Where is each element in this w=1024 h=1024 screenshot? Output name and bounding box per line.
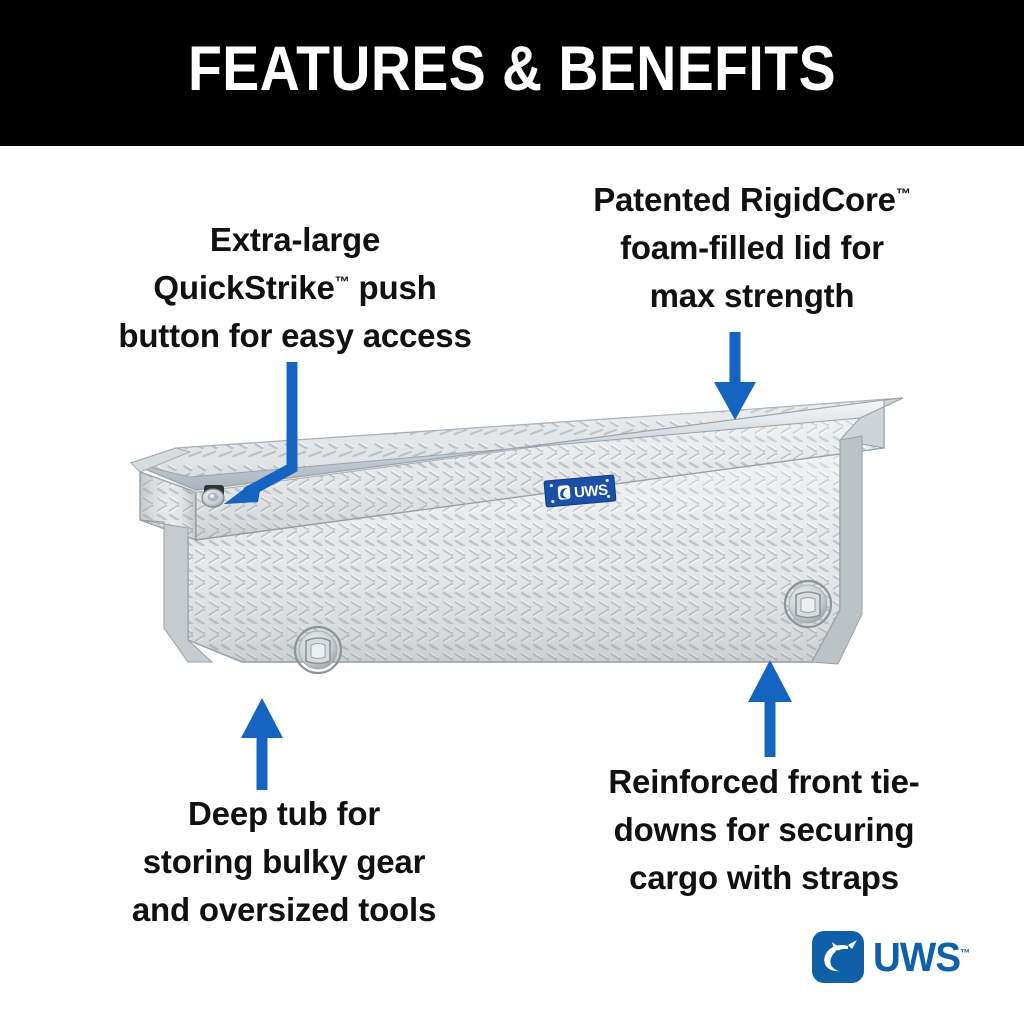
push-button-lock xyxy=(201,485,225,508)
trademark-symbol: ™ xyxy=(960,947,970,960)
callout-rigidcore-line2: foam-filled lid for xyxy=(620,229,884,266)
header-banner: FEATURES & BENEFITS xyxy=(0,0,1024,146)
brand-logo: UWS™ xyxy=(812,928,988,986)
callout-deep-tub: Deep tub for storing bulky gear and over… xyxy=(56,790,512,934)
callout-quickstrike-line2-post: push xyxy=(349,269,437,306)
callout-deep-tub-line3: and oversized tools xyxy=(131,891,437,928)
callout-rigidcore: Patented RigidCore™ foam-filled lid for … xyxy=(532,176,972,320)
callout-rigidcore-line1-pre: Patented RigidCore xyxy=(593,181,896,218)
lid-skirt xyxy=(139,399,885,541)
right-end-cap xyxy=(811,397,904,665)
trademark-symbol: ™ xyxy=(334,274,350,291)
right-end-side xyxy=(811,435,863,665)
callout-quickstrike-line1: Extra-large xyxy=(209,221,381,258)
page-title: FEATURES & BENEFITS xyxy=(187,34,837,104)
uws-badge: UWS xyxy=(543,474,617,508)
callout-tie-downs-line3: cargo with straps xyxy=(629,859,899,896)
tie-down-right xyxy=(783,579,833,629)
trademark-symbol: ™ xyxy=(895,186,911,203)
callout-deep-tub-line1: Deep tub for xyxy=(188,795,380,832)
callout-quickstrike: Extra-large QuickStrike™ push button for… xyxy=(58,216,532,360)
lid-top xyxy=(129,397,904,492)
callout-tie-downs: Reinforced front tie- downs for securing… xyxy=(548,758,980,902)
brand-wordmark-text: UWS xyxy=(873,934,961,980)
callout-rigidcore-line3: max strength xyxy=(649,277,855,314)
svg-text:UWS: UWS xyxy=(573,481,608,501)
callout-deep-tub-line2: storing bulky gear xyxy=(142,843,426,880)
tie-down-left xyxy=(293,625,343,675)
callout-quickstrike-line3: button for easy access xyxy=(118,317,472,354)
brand-wordmark: UWS™ xyxy=(873,934,970,980)
marlin-fish-icon xyxy=(812,931,864,983)
left-end-cap xyxy=(139,519,214,663)
callout-quickstrike-line2-pre: QuickStrike xyxy=(153,269,335,306)
callout-tie-downs-line2: downs for securing xyxy=(613,811,915,848)
callout-tie-downs-line1: Reinforced front tie- xyxy=(608,763,920,800)
